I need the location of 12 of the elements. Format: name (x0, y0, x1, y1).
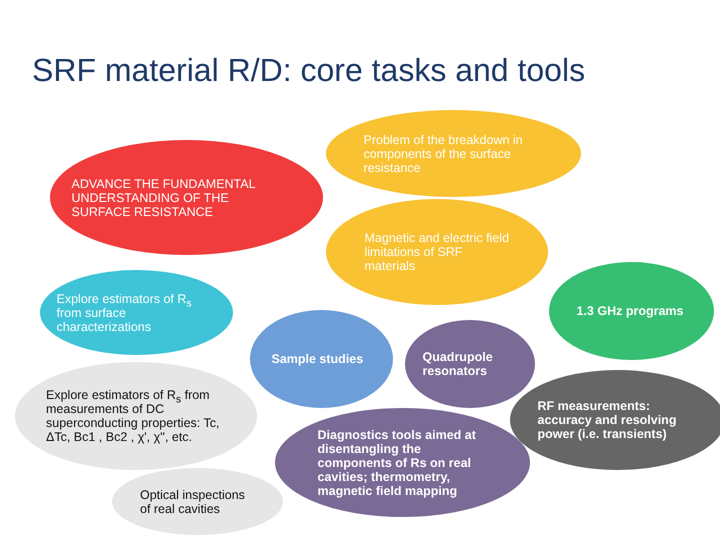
node-text: Diagnostics tools aimed at disentangling the components of Rs on real cavities; thermometry, magnetic field mapping (318, 428, 477, 498)
node-text: Sample studies (272, 352, 364, 366)
node-text: Explore estimators of R$_{s}$ from surface characterizations (56, 292, 193, 334)
node-text: 1.3 GHz programs (576, 304, 684, 318)
node-text: RF measurements: accuracy and resolving power (i.e. transients) (538, 399, 678, 441)
node-text: Problem of the breakdown in components of the surface resistance (364, 132, 524, 174)
node-text: ADVANCE THE FUNDAMENTAL UNDERSTANDING OF THE SURFACE RESISTANCE (72, 176, 256, 218)
slide-title: SRF material R/D: core tasks and tools (32, 52, 586, 89)
node-text: Optical inspections of real cavities (140, 488, 246, 516)
node-text: Magnetic and electric field limitations of SRF materials (364, 231, 510, 273)
node-text: Quadrupole resonators (422, 350, 494, 378)
node-text: Explore estimators of R$_{s}$ from measurements of DC superconducting properties: Tc, ΔTc, Bc1 , Bc2 , χ', χ'', etc. (46, 388, 220, 444)
